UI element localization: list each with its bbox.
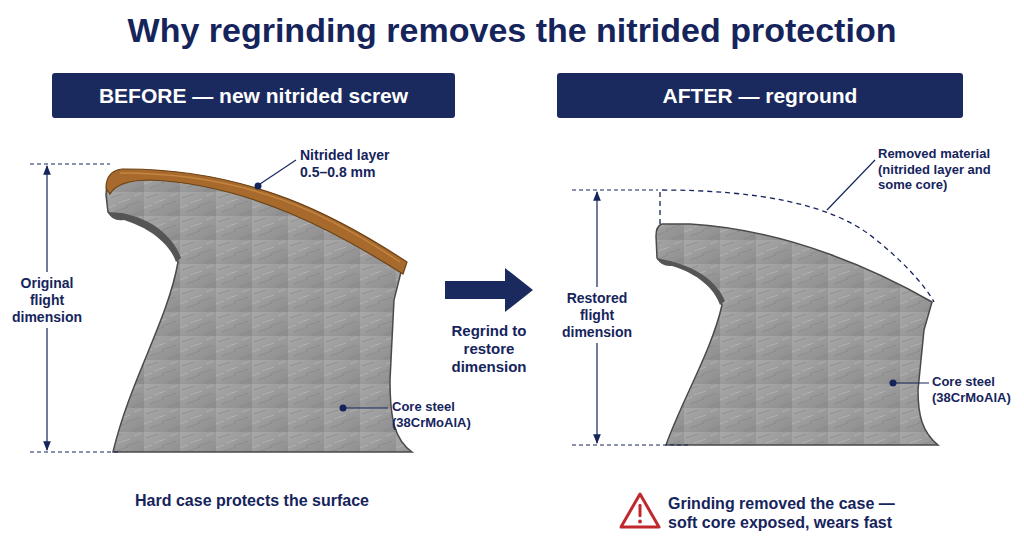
layer-label: Nitrided layer 0.5–0.8 mm (300, 147, 412, 181)
process-label: Regrind to restore dimension (437, 322, 541, 376)
warning-note: Grinding removed the case — soft core ex… (668, 494, 916, 532)
material-label: Core steel (38CrMoAlA) (932, 374, 1020, 405)
diagram-title: Why regrinding removes the nitrided prot… (0, 10, 1024, 51)
removed-outline (660, 190, 934, 302)
material-label: Core steel (38CrMoAlA) (392, 399, 492, 430)
band-heading: BEFORE — new nitrided screw (99, 84, 408, 108)
band-heading: AFTER — reground (663, 84, 858, 108)
flight-after (656, 190, 938, 445)
dimension-label: Restored flight dimension (557, 287, 637, 343)
header-band: BEFORE — new nitrided screw (52, 73, 455, 118)
dimension-label: Original flight dimension (8, 272, 86, 328)
process-arrow (445, 268, 533, 312)
caption-note: Hard case protects the surface (102, 491, 402, 510)
leader-lines-after (827, 160, 929, 387)
header-band: AFTER — reground (557, 73, 963, 118)
removed-label: Removed material (nitrided layer and som… (878, 146, 1002, 193)
flight-before (106, 169, 412, 452)
warning-icon (621, 494, 659, 527)
leader-lines-before (255, 160, 389, 412)
nitrided-layer (106, 169, 407, 274)
